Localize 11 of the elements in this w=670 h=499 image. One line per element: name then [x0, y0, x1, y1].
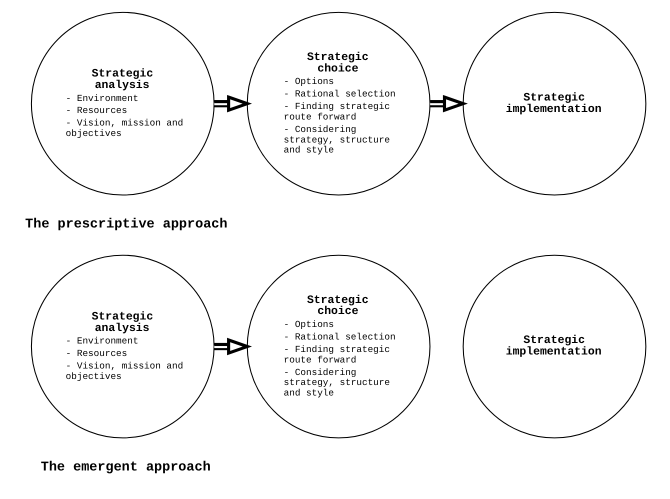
- node-circle: Strategic analysis - Environment - Resources - Vision, mission and objectives: [30, 254, 215, 438]
- arrow: [214, 94, 252, 112]
- arrow: [430, 94, 468, 112]
- arrow: [214, 338, 252, 356]
- label: The prescriptive approach: [25, 218, 228, 233]
- node-circle: Strategic choice - Options - Rational selection - Finding strategic route forward - Considering strategy, structure and style: [246, 254, 430, 438]
- label: The emergent approach: [40, 460, 211, 476]
- node-circle: Strategic implementation: [462, 12, 646, 196]
- node-circle: Strategic implementation: [462, 254, 646, 438]
- node-circle: Strategic analysis - Environment - Resources - Vision, mission and objectives: [30, 12, 215, 196]
- node-circle: Strategic choice - Options - Rational selection - Finding strategic route forward - Considering strategy, structure and style: [246, 12, 430, 196]
